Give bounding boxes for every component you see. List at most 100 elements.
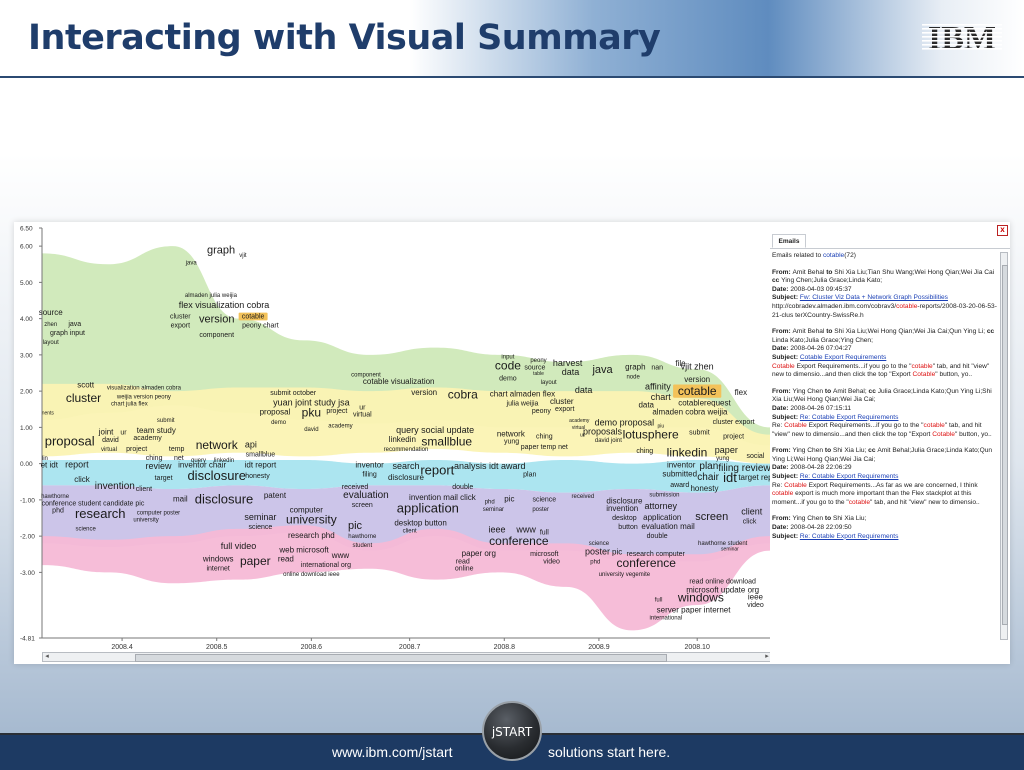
keyword-label[interactable]: smallblue	[421, 435, 472, 449]
keyword-label[interactable]: version	[684, 375, 710, 384]
keyword-label[interactable]: application	[643, 513, 681, 522]
keyword-label[interactable]: invention mail click	[409, 493, 477, 502]
email-list[interactable]: Emails related to cotable(72) From: Amit…	[772, 252, 998, 644]
keyword-label[interactable]: query	[191, 458, 206, 464]
keyword-label[interactable]: conference	[617, 556, 677, 570]
keyword-label[interactable]: pku	[302, 406, 321, 420]
keyword-label[interactable]: submitted	[662, 469, 697, 478]
keyword-label[interactable]: ur	[359, 404, 366, 411]
email-item[interactable]: From: Amit Behal to Shi Xia Liu;Wei Hong…	[772, 328, 998, 380]
keyword-label[interactable]: linkedin	[214, 458, 234, 464]
keyword-label[interactable]: phd	[485, 500, 495, 506]
keyword-label[interactable]: ieee	[488, 525, 505, 535]
keyword-label[interactable]: nan	[651, 364, 663, 371]
keyword-label[interactable]: input	[501, 355, 514, 361]
keyword-label[interactable]: student	[352, 543, 372, 549]
keyword-label[interactable]: double	[452, 484, 473, 491]
keyword-label[interactable]: award	[670, 482, 689, 489]
keyword-label[interactable]: client	[136, 486, 152, 493]
keyword-label[interactable]: layout	[43, 340, 59, 346]
keyword-label[interactable]: cobra	[448, 387, 478, 401]
scrollbar-thumb[interactable]	[135, 654, 667, 662]
keyword-label[interactable]: university	[286, 512, 337, 526]
keyword-label[interactable]: david	[102, 437, 119, 444]
keyword-label[interactable]: project	[326, 408, 347, 415]
keyword-label[interactable]: cotable	[242, 314, 265, 321]
keyword-label[interactable]: project	[723, 433, 744, 440]
keyword-label[interactable]: flex	[735, 388, 747, 397]
keyword-label[interactable]: conference	[489, 534, 549, 548]
keyword-label[interactable]: pic	[348, 520, 363, 532]
keyword-label[interactable]: export	[171, 323, 191, 330]
keyword-label[interactable]: screen	[352, 502, 373, 509]
keyword-label[interactable]: ching	[636, 448, 653, 455]
keyword-label[interactable]: affinity	[645, 381, 671, 391]
keyword-label[interactable]: submit	[689, 430, 710, 437]
keyword-label[interactable]: mail	[173, 495, 188, 504]
keyword-label[interactable]: submit	[157, 418, 175, 424]
keyword-label[interactable]: joint	[98, 428, 114, 437]
keyword-label[interactable]: lin	[42, 456, 48, 462]
keyword-label[interactable]: paper temp net	[521, 444, 568, 451]
email-item[interactable]: From: Ying Chen to Shi Xia Liu; cc Amit …	[772, 447, 998, 507]
keyword-label[interactable]: university vegemite	[599, 572, 651, 578]
keyword-label[interactable]: research phd	[288, 531, 335, 540]
stackplot-svg[interactable]: 6.506.005.004.003.002.001.000.00-1.00-2.…	[14, 222, 772, 652]
keyword-label[interactable]: paper	[240, 554, 271, 568]
keyword-label[interactable]: linkedin	[389, 435, 416, 444]
keyword-label[interactable]: export	[555, 406, 575, 413]
keyword-label[interactable]: phd	[52, 508, 64, 515]
keyword-label[interactable]: disclosure	[606, 497, 643, 506]
keyword-label[interactable]: web microsoft	[278, 545, 329, 554]
keyword-label[interactable]: full	[655, 597, 663, 603]
keyword-label[interactable]: science	[249, 524, 273, 531]
keyword-label[interactable]: yung	[716, 456, 729, 462]
keyword-label[interactable]: invention	[95, 481, 135, 492]
keyword-label[interactable]: computer	[290, 506, 324, 515]
keyword-label[interactable]: version	[199, 313, 234, 325]
scroll-left-icon[interactable]: ◂	[45, 653, 49, 660]
keyword-label[interactable]: full	[540, 529, 549, 536]
keyword-label[interactable]: vjit zhen	[681, 361, 714, 371]
keyword-label[interactable]: code	[495, 358, 521, 372]
keyword-label[interactable]: report	[65, 459, 89, 469]
keyword-label[interactable]: graph	[625, 362, 645, 371]
keyword-label[interactable]: international	[650, 616, 683, 622]
keyword-label[interactable]: source	[524, 364, 545, 371]
keyword-label[interactable]: received	[572, 494, 595, 500]
keyword-label[interactable]: science	[532, 497, 556, 504]
keyword-label[interactable]: target rep	[738, 473, 772, 482]
keyword-label[interactable]: evaluation	[343, 490, 389, 501]
keyword-label[interactable]: hawthorne student	[698, 541, 748, 547]
keyword-label[interactable]: client	[403, 529, 417, 535]
keyword-label[interactable]: poster	[532, 507, 549, 513]
vertical-scrollbar[interactable]	[1000, 252, 1008, 640]
keyword-label[interactable]: component	[351, 373, 381, 379]
keyword-label[interactable]: network	[497, 429, 526, 438]
keyword-label[interactable]: ching	[536, 433, 553, 440]
keyword-label[interactable]: et idt	[41, 460, 59, 469]
keyword-label[interactable]: submit october	[270, 390, 317, 397]
keyword-label[interactable]: academy	[133, 435, 162, 442]
keyword-label[interactable]: server paper internet	[657, 605, 732, 614]
scroll-right-icon[interactable]: ▸	[765, 653, 769, 660]
keyword-label[interactable]: inventor chair	[178, 460, 226, 469]
keyword-label[interactable]: attorney	[645, 501, 678, 511]
keyword-label[interactable]: version	[411, 388, 437, 397]
keyword-label[interactable]: yung	[504, 439, 519, 446]
keyword-label[interactable]: hawthorne	[348, 534, 377, 540]
keyword-label[interactable]: recommendation	[384, 447, 429, 453]
keyword-label[interactable]: honesty	[245, 473, 270, 480]
keyword-label[interactable]: cotable visualization	[363, 377, 435, 386]
keyword-label[interactable]: demo	[499, 375, 517, 382]
keyword-label[interactable]: windows	[202, 555, 234, 564]
keyword-label[interactable]: seminar	[483, 507, 504, 513]
keyword-label[interactable]: pic	[504, 495, 514, 504]
keyword-label[interactable]: table	[533, 371, 544, 377]
keyword-label[interactable]: node	[626, 374, 640, 380]
keyword-label[interactable]: social	[746, 453, 764, 460]
keyword-label[interactable]: click	[74, 475, 91, 484]
keyword-label[interactable]: client	[741, 506, 763, 516]
keyword-label[interactable]: video	[747, 602, 764, 609]
